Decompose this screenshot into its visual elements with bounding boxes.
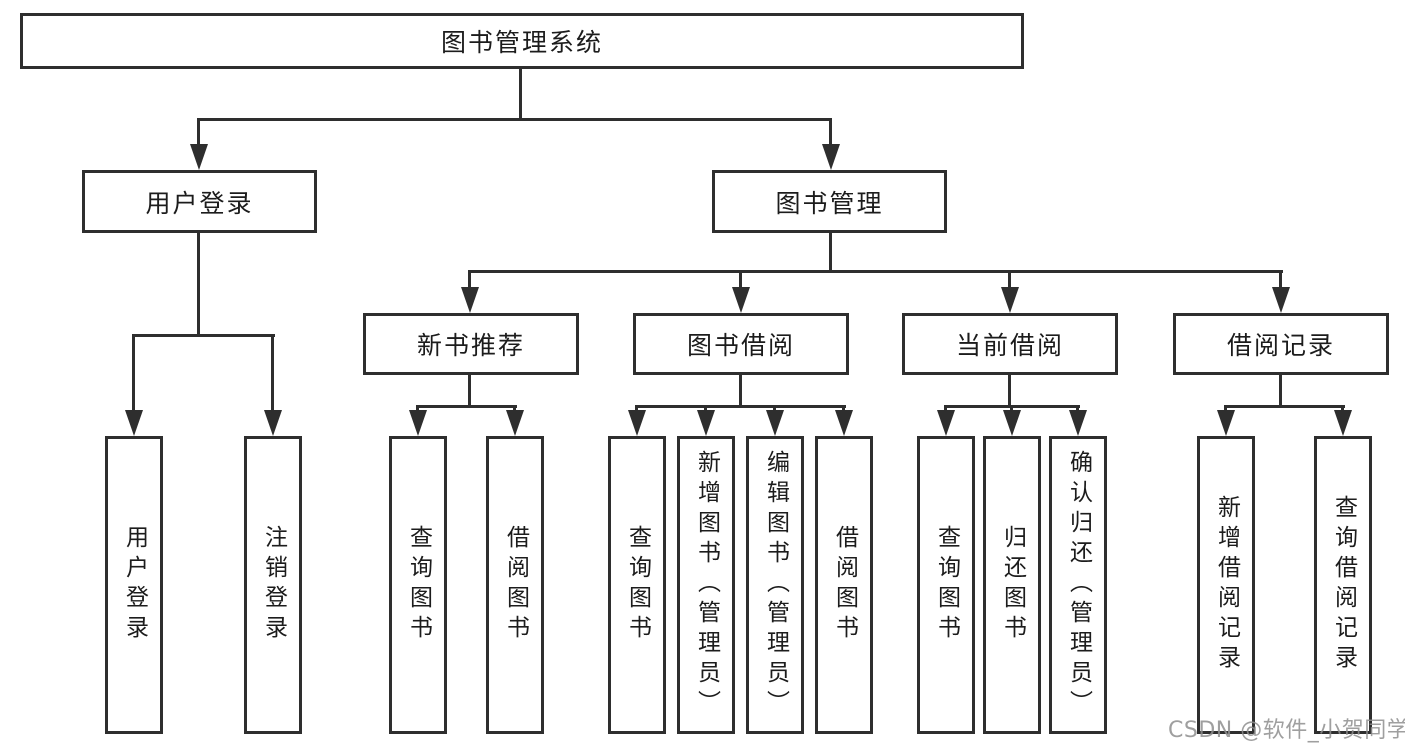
leaf-label: 查询借阅记录 <box>1330 495 1357 675</box>
leaf-label: 查询图书 <box>933 525 960 645</box>
leaf-label: 注销登录 <box>260 525 287 645</box>
node-label: 新书推荐 <box>416 331 525 360</box>
connector-line <box>416 405 517 408</box>
node-label: 借阅记录 <box>1226 331 1335 360</box>
leaf-label: 查询图书 <box>405 525 432 645</box>
connector-line <box>132 334 275 337</box>
node-user-login: 用户登录 <box>82 170 317 233</box>
leaf-label: 新增借阅记录 <box>1213 495 1240 675</box>
node-book-management: 图书管理 <box>712 170 947 233</box>
node-label: 图书管理 <box>775 188 884 218</box>
connector-line <box>944 405 947 413</box>
arrowhead-icon <box>835 410 853 436</box>
watermark: CSDN @软件_小贺同学 <box>1168 718 1405 743</box>
connector-line <box>1010 405 1013 413</box>
leaf-label: 归还图书 <box>999 525 1026 645</box>
leaf-label: 用户登录 <box>121 525 148 645</box>
leaf-confirm-return-admin: 确认归还（管理员） <box>1049 436 1107 734</box>
arrowhead-icon <box>937 410 955 436</box>
arrowhead-icon <box>125 410 143 436</box>
arrowhead-icon <box>1001 287 1019 313</box>
connector-line <box>197 118 832 121</box>
arrowhead-icon <box>766 410 784 436</box>
connector-line <box>829 233 832 273</box>
connector-line <box>132 334 135 412</box>
connector-line <box>1224 405 1345 408</box>
leaf-label: 借阅图书 <box>831 525 858 645</box>
node-new-book-recommendation: 新书推荐 <box>363 313 579 375</box>
connector-line <box>197 118 200 146</box>
arrowhead-icon <box>409 410 427 436</box>
arrowhead-icon <box>1334 410 1352 436</box>
connector-line <box>1279 375 1282 408</box>
connector-line <box>1341 405 1344 413</box>
connector-line <box>416 405 419 413</box>
connector-line <box>1224 405 1227 413</box>
node-label: 图书管理系统 <box>440 28 603 57</box>
connector-line <box>635 405 638 413</box>
connector-line <box>829 118 832 146</box>
leaf-add-books-admin: 新增图书（管理员） <box>677 436 735 734</box>
connector-line <box>1008 375 1011 408</box>
leaf-borrow-books: 借阅图书 <box>486 436 544 734</box>
connector-line <box>271 334 274 412</box>
node-label: 当前借阅 <box>955 331 1064 360</box>
arrowhead-icon <box>1272 287 1290 313</box>
connector-line <box>468 270 1283 273</box>
leaf-label: 确认归还（管理员） <box>1065 450 1092 720</box>
connector-line <box>635 405 846 408</box>
leaf-logout: 注销登录 <box>244 436 302 734</box>
leaf-query-books: 查询图书 <box>917 436 975 734</box>
arrowhead-icon <box>822 144 840 170</box>
connector-line <box>739 375 742 408</box>
arrowhead-icon <box>506 410 524 436</box>
connector-line <box>513 405 516 413</box>
leaf-query-books: 查询图书 <box>389 436 447 734</box>
connector-line <box>1008 270 1011 289</box>
leaf-label: 编辑图书（管理员） <box>762 450 789 720</box>
arrowhead-icon <box>1003 410 1021 436</box>
connector-line <box>1279 270 1282 289</box>
arrowhead-icon <box>264 410 282 436</box>
node-book-borrowing: 图书借阅 <box>633 313 849 375</box>
leaf-label: 新增图书（管理员） <box>693 450 720 720</box>
connector-line <box>1076 405 1079 413</box>
arrowhead-icon <box>697 410 715 436</box>
node-label: 图书借阅 <box>686 331 795 360</box>
arrowhead-icon <box>1069 410 1087 436</box>
connector-line <box>773 405 776 413</box>
connector-line <box>739 270 742 289</box>
node-label: 用户登录 <box>145 188 254 218</box>
connector-line <box>704 405 707 413</box>
node-library-system: 图书管理系统 <box>20 13 1024 69</box>
connector-line <box>842 405 845 413</box>
connector-line <box>468 270 471 289</box>
connector-line <box>197 233 200 336</box>
connector-line <box>519 69 522 120</box>
leaf-add-borrow-record: 新增借阅记录 <box>1197 436 1255 734</box>
leaf-query-books: 查询图书 <box>608 436 666 734</box>
leaf-label: 借阅图书 <box>502 525 529 645</box>
arrowhead-icon <box>628 410 646 436</box>
leaf-return-books: 归还图书 <box>983 436 1041 734</box>
node-borrowing-records: 借阅记录 <box>1173 313 1389 375</box>
leaf-label: 查询图书 <box>624 525 651 645</box>
leaf-borrow-books: 借阅图书 <box>815 436 873 734</box>
node-current-borrowing: 当前借阅 <box>902 313 1118 375</box>
connector-line <box>468 375 471 408</box>
leaf-user-login: 用户登录 <box>105 436 163 734</box>
leaf-query-borrow-record: 查询借阅记录 <box>1314 436 1372 734</box>
leaf-edit-books-admin: 编辑图书（管理员） <box>746 436 804 734</box>
arrowhead-icon <box>1217 410 1235 436</box>
arrowhead-icon <box>732 287 750 313</box>
arrowhead-icon <box>190 144 208 170</box>
arrowhead-icon <box>461 287 479 313</box>
